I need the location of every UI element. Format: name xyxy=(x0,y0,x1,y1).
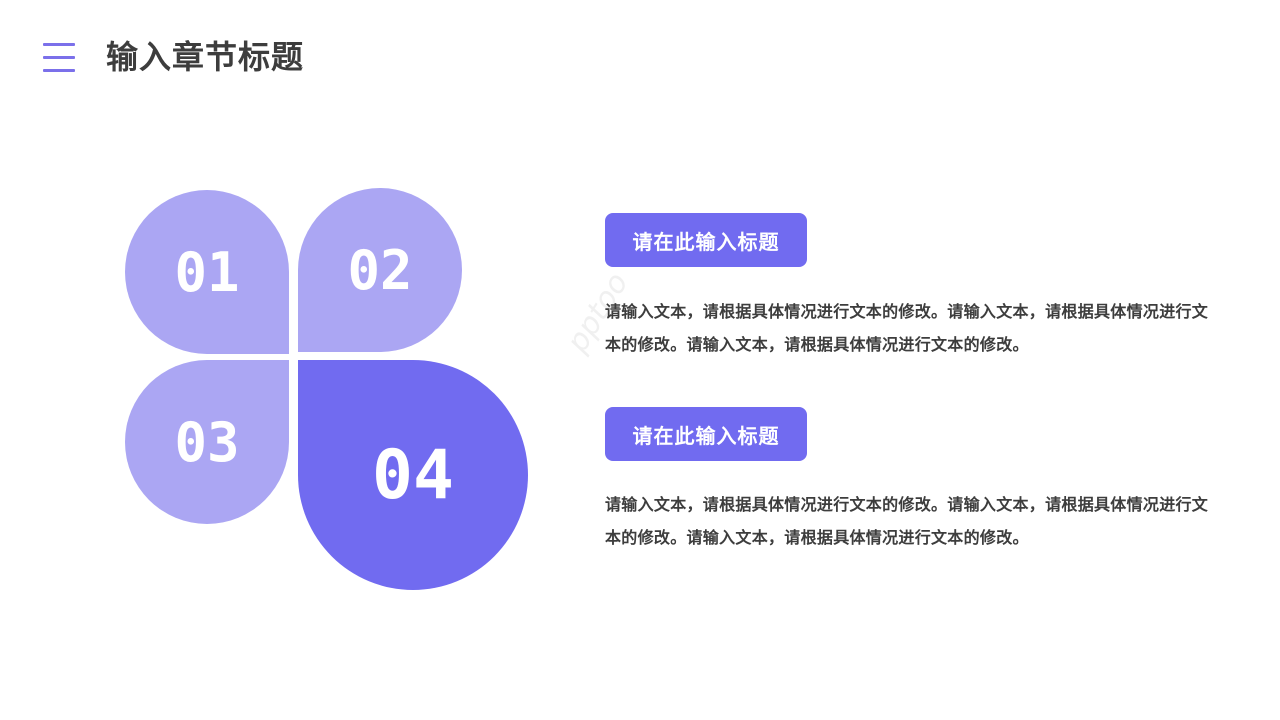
menu-icon-line xyxy=(43,69,75,72)
page-title: 输入章节标题 xyxy=(106,38,305,76)
item-text-2: 请输入文本，请根据具体情况进行文本的修改。请输入文本，请根据具体情况进行文本的修… xyxy=(605,495,1209,547)
petal-03: 03 xyxy=(125,360,289,524)
item-title-2: 请在此输入标题 xyxy=(605,407,807,461)
menu-icon-line xyxy=(43,43,75,46)
petal-04: 04 xyxy=(298,360,528,590)
item-text-1: 请输入文本，请根据具体情况进行文本的修改。请输入文本，请根据具体情况进行文本的修… xyxy=(605,302,1209,354)
petal-01: 01 xyxy=(125,190,289,354)
menu-icon-line xyxy=(43,56,75,59)
petal-02: 02 xyxy=(298,188,462,352)
menu-icon[interactable] xyxy=(43,43,75,73)
item-title-1: 请在此输入标题 xyxy=(605,213,807,267)
